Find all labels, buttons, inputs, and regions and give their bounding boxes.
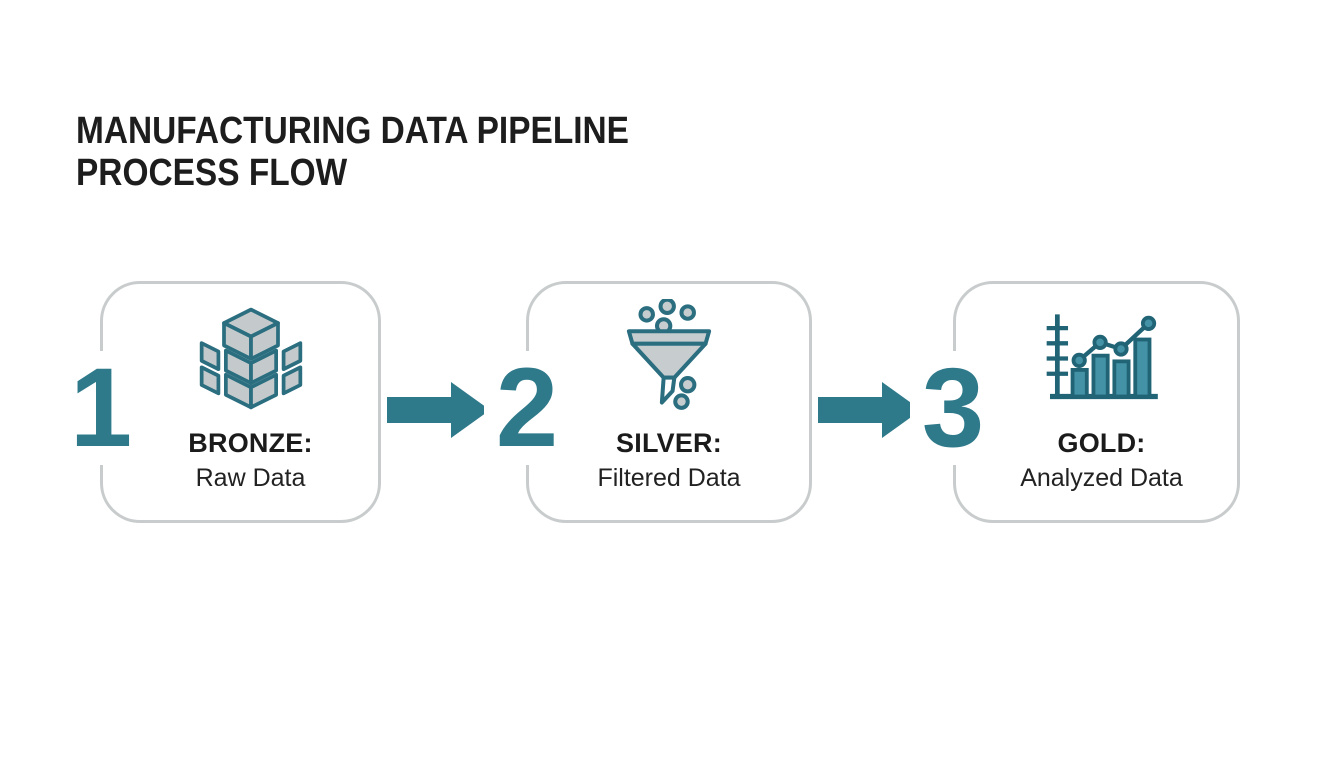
arrow-right-icon bbox=[818, 382, 921, 438]
step-number-1: 1 bbox=[58, 351, 144, 465]
page-title-line2: PROCESS FLOW bbox=[76, 152, 348, 194]
step-description: Filtered Data bbox=[597, 464, 741, 492]
arrow-right-icon bbox=[387, 382, 490, 438]
step-description: Raw Data bbox=[195, 464, 306, 492]
funnel-icon bbox=[529, 292, 809, 424]
step-description: Analyzed Data bbox=[1020, 464, 1183, 492]
step-card-gold: GOLD: Analyzed Data bbox=[953, 281, 1240, 523]
step-number-3: 3 bbox=[910, 351, 996, 465]
step-card-bronze: BRONZE: Raw Data bbox=[100, 281, 381, 523]
step-number-2: 2 bbox=[484, 351, 570, 465]
step-card-silver: SILVER: Filtered Data bbox=[526, 281, 812, 523]
step-label: SILVER: bbox=[616, 428, 722, 458]
bar-chart-icon bbox=[961, 292, 1242, 424]
step-label: GOLD: bbox=[1057, 428, 1146, 458]
step-label: BRONZE: bbox=[188, 428, 313, 458]
page-title: MANUFACTURING DATA PIPELINE PROCESS FLOW bbox=[76, 110, 629, 194]
page-title-line1: MANUFACTURING DATA PIPELINE bbox=[76, 110, 629, 152]
cube-stack-icon bbox=[113, 292, 388, 424]
